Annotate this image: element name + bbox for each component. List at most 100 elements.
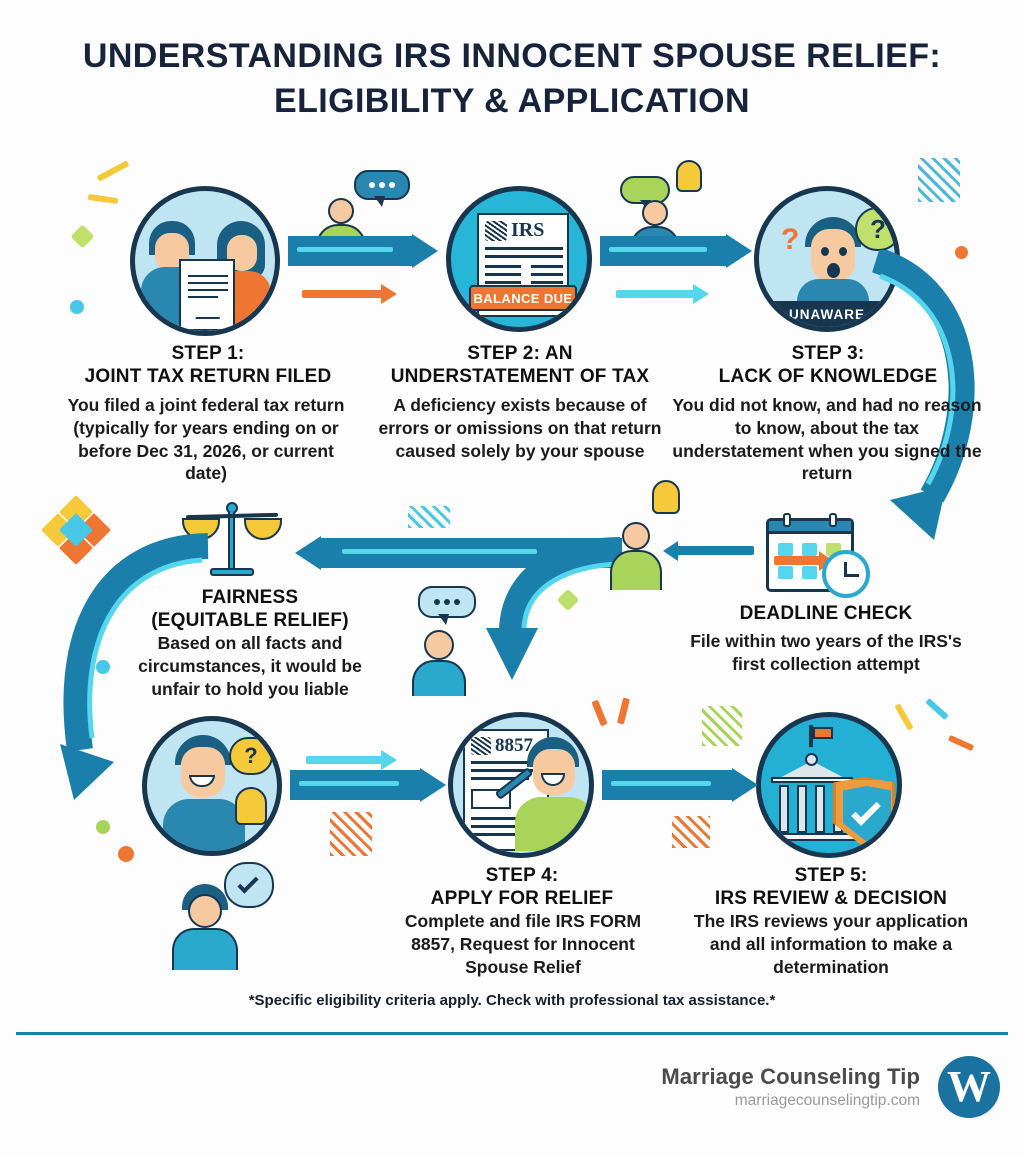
mini-person-3 [608, 480, 698, 590]
step-2-body: A deficiency exists because of errors or… [378, 395, 662, 461]
footer-divider [16, 1032, 1008, 1035]
speech-bubble-3 [418, 586, 476, 625]
fairness-heading-line1: FAIRNESS [201, 587, 299, 608]
deadline-heading: DEADLINE CHECK [676, 602, 976, 625]
signed-document-icon [179, 259, 235, 331]
arrow-bottomleft-to-step4 [290, 768, 446, 802]
deadline-body: File within two years of the IRS's first… [690, 631, 962, 674]
step-4-heading: STEP 4: APPLY FOR RELIEF [372, 864, 672, 910]
spark-yellow-3 [894, 703, 914, 731]
mini-person-5-head [188, 894, 222, 928]
lightbulb-icon-3 [235, 787, 267, 825]
speech-bubble-1 [354, 170, 410, 207]
step-5-body: The IRS reviews your application and all… [693, 911, 969, 977]
dot-green-3 [96, 820, 110, 834]
step-2-heading-line1: STEP 2: AN [467, 343, 573, 364]
building-column-1 [779, 785, 789, 833]
thin-arrow-orange-1 [302, 284, 397, 304]
mini-person-1-head [328, 198, 354, 224]
brand-url[interactable]: marriagecounselingtip.com [734, 1092, 920, 1109]
speech-bubble-2 [620, 176, 670, 211]
spark-yellow-2 [87, 193, 119, 205]
step-4-icon-circle: 8857 [448, 712, 594, 858]
lightbulb-icon-1 [676, 160, 702, 192]
check-bubble-icon [224, 862, 274, 908]
step-2-heading-line2: UNDERSTATEMENT OF TAX [390, 366, 650, 388]
step-1-icon-circle [130, 186, 280, 336]
balance-due-banner: BALANCE DUE [469, 285, 577, 311]
calendar-icon [766, 513, 854, 592]
spark-yellow-1 [96, 160, 130, 182]
step-3-icon-circle: ? ? UNAWARE [754, 186, 900, 332]
title-line-1: UNDERSTANDING IRS INNOCENT SPOUSE RELIEF… [82, 37, 942, 75]
arrow-step1-to-step2 [288, 234, 438, 268]
step-5-heading-line1: STEP 5: [794, 865, 868, 886]
unaware-mouth-icon [827, 263, 840, 278]
thin-arrow-cyan-1 [616, 284, 709, 304]
spark-cyan-1 [925, 698, 949, 720]
aware-face-icon [181, 747, 225, 797]
hatch-blue-topright [918, 158, 960, 202]
orange-question-mark-icon: ? [781, 223, 800, 256]
step-5-heading-line2: IRS REVIEW & DECISION [714, 888, 948, 910]
irs-doc-label: IRS [511, 219, 545, 241]
flag-icon [813, 727, 833, 739]
step-3-heading-line1: STEP 3: [791, 343, 865, 364]
hatch-orange-mid [330, 812, 372, 856]
deadline-orange-arrow [774, 550, 833, 571]
wordpress-logo-icon[interactable]: W [938, 1056, 1000, 1118]
arrow-step2-to-step3 [600, 234, 752, 268]
mini-person-4-body [412, 660, 466, 696]
disclaimer-text: *Specific eligibility criteria apply. Ch… [248, 992, 776, 1009]
spark-orange-5 [616, 697, 631, 725]
applicant-face-icon [533, 749, 575, 795]
curve-arrow-step3-to-deadline [836, 247, 1006, 570]
yellow-question-bubble-icon: ? [229, 737, 273, 775]
deadline-icon-group [766, 512, 886, 598]
fairness-heading: FAIRNESS (EQUITABLE RELIEF) [110, 586, 390, 632]
step-2-heading: STEP 2: AN UNDERSTATEMENT OF TAX [360, 342, 680, 388]
step-3-heading-line2: LACK OF KNOWLEDGE [718, 366, 938, 388]
footer-branding: Marriage Counseling Tip marriagecounseli… [661, 1056, 1000, 1118]
green-question-bubble-icon: ? [855, 207, 895, 251]
step-1-body: You filed a joint federal tax return (ty… [67, 395, 345, 484]
step-5-icon-circle [756, 712, 902, 858]
mini-person-5-body [172, 928, 238, 970]
deadline-heading-line2: DEADLINE CHECK [739, 603, 913, 624]
bottom-left-icon-circle: ? [142, 716, 282, 856]
dot-orange-1 [955, 246, 968, 259]
mini-person-3-body [610, 550, 662, 590]
mini-person-3-head [622, 522, 650, 550]
dot-orange-2 [118, 846, 134, 862]
step-2-icon-circle: IRS BALANCE DUE [446, 186, 592, 332]
title-line-2: ELIGIBILITY & APPLICATION [274, 81, 750, 120]
dot-green-1 [70, 224, 95, 249]
step-3-body: You did not know, and had no reason to k… [672, 395, 982, 484]
step-1-heading: STEP 1: JOINT TAX RETURN FILED [48, 342, 368, 388]
dot-cyan-2 [96, 660, 110, 674]
fairness-heading-line2: (EQUITABLE RELIEF) [151, 610, 349, 632]
spark-orange-4 [591, 699, 608, 727]
spark-orange-3 [947, 734, 975, 752]
lightbulb-icon-2 [652, 480, 680, 514]
step-1-heading-line2: JOINT TAX RETURN FILED [84, 366, 332, 388]
hatch-green-right [702, 706, 742, 746]
thin-arrow-cyan-2 [306, 750, 397, 770]
aware-body-icon [163, 799, 245, 851]
mini-person-4-head [424, 630, 454, 660]
brand-name: Marriage Counseling Tip [661, 1064, 920, 1089]
mini-person-2-head [642, 200, 668, 226]
step-4-heading-line1: STEP 4: [485, 865, 559, 886]
step-1-heading-line1: STEP 1: [171, 343, 245, 364]
mini-person-4 [406, 586, 486, 696]
dot-cyan-1 [70, 300, 84, 314]
unaware-badge: UNAWARE [759, 301, 895, 327]
mini-person-5 [168, 862, 288, 970]
applicant-body-icon [515, 797, 589, 851]
building-column-2 [797, 785, 807, 833]
curve-arrow-fairness-to-bottomleft [40, 512, 220, 812]
page-title: UNDERSTANDING IRS INNOCENT SPOUSE RELIEF… [0, 34, 1024, 124]
hatch-orange-right [672, 816, 710, 848]
fairness-body: Based on all facts and circumstances, it… [138, 633, 362, 699]
